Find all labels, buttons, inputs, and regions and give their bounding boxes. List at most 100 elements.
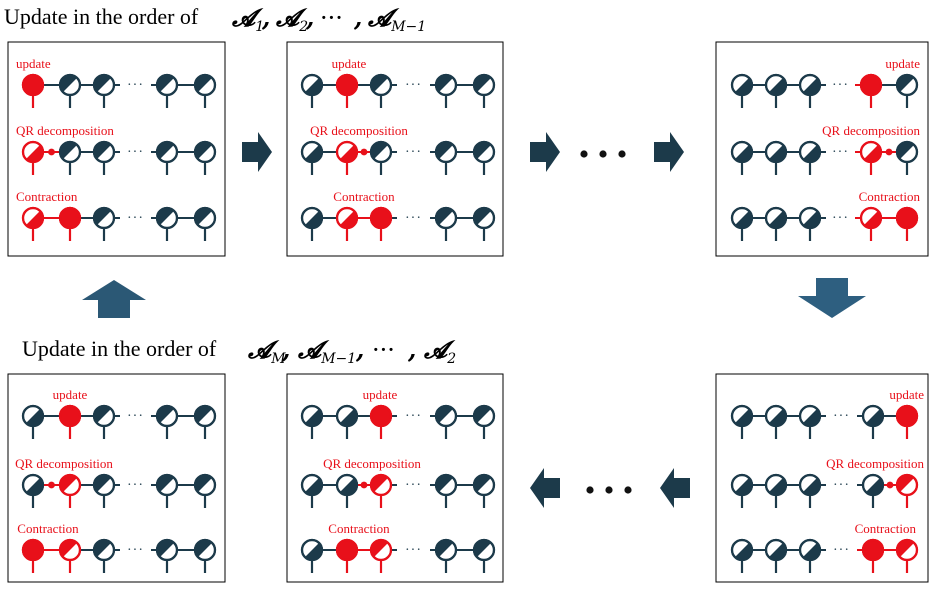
- ellipsis-label: ···: [832, 78, 849, 93]
- tensor-node: [859, 206, 883, 241]
- tensor-node: [193, 140, 217, 175]
- tensor-node: [764, 73, 788, 108]
- tensor-node: [21, 538, 45, 573]
- network-top-1: ···update···QR decomposition···Contracti…: [16, 56, 217, 241]
- tensor-node: [300, 473, 324, 508]
- top-heading-symbol-2: 𝓐2: [275, 3, 308, 35]
- step-label-qr: QR decomposition: [822, 123, 920, 138]
- row-contraction: ··· Contraction: [730, 521, 919, 573]
- tensor-node: [764, 404, 788, 439]
- tensor-node: [92, 206, 116, 241]
- tensor-node: [58, 206, 82, 241]
- step-label-update: update: [363, 387, 398, 402]
- ellipsis-label: ···: [127, 211, 144, 226]
- tensor-node: [335, 140, 359, 175]
- tensor-node: [21, 73, 45, 108]
- tensor-node: [895, 538, 919, 573]
- tensor-node: [764, 538, 788, 573]
- network-top-3: ···update···QR decomposition···Contracti…: [730, 56, 920, 241]
- tensor-node: [155, 206, 179, 241]
- tensor-node: [300, 404, 324, 439]
- tensor-node: [895, 404, 919, 439]
- svg-text:,: ,: [407, 335, 416, 364]
- tensor-node: [472, 473, 496, 508]
- bottom-heading-symbol-1: 𝓐M: [247, 335, 286, 367]
- step-label-contraction: Contraction: [16, 189, 78, 204]
- step-label-qr: QR decomposition: [826, 456, 924, 471]
- tensor-node: [193, 404, 217, 439]
- step-label-qr: QR decomposition: [323, 456, 421, 471]
- tensor-node: [300, 538, 324, 573]
- step-label-contraction: Contraction: [333, 189, 395, 204]
- ellipsis-label: ···: [405, 145, 422, 160]
- step-label-update: update: [885, 56, 920, 71]
- qr-bond-matrix: [885, 148, 893, 156]
- tensor-node: [369, 404, 393, 439]
- tensor-node: [895, 73, 919, 108]
- row-update: ··· update: [21, 387, 217, 439]
- tensor-node: [300, 140, 324, 175]
- step-label-update: update: [53, 387, 88, 402]
- tensor-node: [58, 140, 82, 175]
- tensor-node: [58, 73, 82, 108]
- panel-top-1: [7, 41, 226, 257]
- ellipsis-label: ···: [127, 145, 144, 160]
- top-heading-symbol-1: 𝓐1: [231, 3, 264, 35]
- tensor-node: [335, 73, 359, 108]
- tensor-node: [434, 404, 458, 439]
- tensor-node: [798, 206, 822, 241]
- ellipsis-label: ···: [405, 211, 422, 226]
- tensor-node: [300, 73, 324, 108]
- ellipsis-label: ···: [833, 409, 850, 424]
- tensor-node: [861, 473, 885, 508]
- row-contraction: ···Contraction: [17, 521, 217, 573]
- row-contraction: ···Contraction: [300, 521, 496, 573]
- tensor-node: [472, 538, 496, 573]
- tensor-node: [92, 404, 116, 439]
- tensor-node: [335, 206, 359, 241]
- tensor-node: [155, 473, 179, 508]
- ellipsis-label: ···: [127, 78, 144, 93]
- panel-top-2: [286, 41, 504, 257]
- tensor-node: [335, 538, 359, 573]
- ellipsis-label: ···: [832, 145, 849, 160]
- bottom-heading: Update in the order of 𝓐M , 𝓐M−1 , ··· ,…: [22, 335, 456, 367]
- step-label-update: update: [16, 56, 51, 71]
- tensor-node: [764, 140, 788, 175]
- arrow-down: [798, 278, 866, 318]
- step-label-contraction: Contraction: [328, 521, 390, 536]
- svg-text:,: ,: [261, 3, 270, 32]
- tensor-node: [21, 206, 45, 241]
- tensor-node: [895, 206, 919, 241]
- qr-bond-matrix: [48, 481, 55, 489]
- step-label-qr: QR decomposition: [310, 123, 408, 138]
- tensor-node: [730, 404, 754, 439]
- panel-bottom-2: [286, 373, 504, 583]
- arrow-left-1: [660, 468, 690, 508]
- tensor-node: [92, 140, 116, 175]
- top-heading: Update in the order of 𝓐1 , 𝓐2 , ··· , 𝓐…: [4, 3, 426, 35]
- tensor-node: [764, 206, 788, 241]
- row-contraction: ··· Contraction: [16, 189, 217, 241]
- tensor-node: [798, 538, 822, 573]
- ellipsis-bottom: [586, 486, 632, 494]
- ellipsis-label: ···: [405, 478, 422, 493]
- step-label-contraction: Contraction: [855, 521, 917, 536]
- tensor-node: [92, 73, 116, 108]
- tensor-node: [92, 538, 116, 573]
- ellipsis-label: ···: [833, 543, 850, 558]
- tensor-node: [369, 73, 393, 108]
- arrow-right-1: [242, 132, 272, 172]
- network-top-2: ···update···QR decomposition···Contracti…: [300, 56, 496, 241]
- ellipsis-label: ···: [127, 409, 144, 424]
- row-update: ··· update: [730, 56, 920, 108]
- step-label-contraction: Contraction: [17, 521, 79, 536]
- tensor-node: [193, 206, 217, 241]
- tensor-node: [193, 538, 217, 573]
- network-bottom-3: ···update···QR decomposition···Contracti…: [730, 387, 924, 573]
- tensor-node: [434, 140, 458, 175]
- qr-bond-matrix: [48, 148, 55, 156]
- tensor-node: [730, 538, 754, 573]
- tensor-node: [798, 473, 822, 508]
